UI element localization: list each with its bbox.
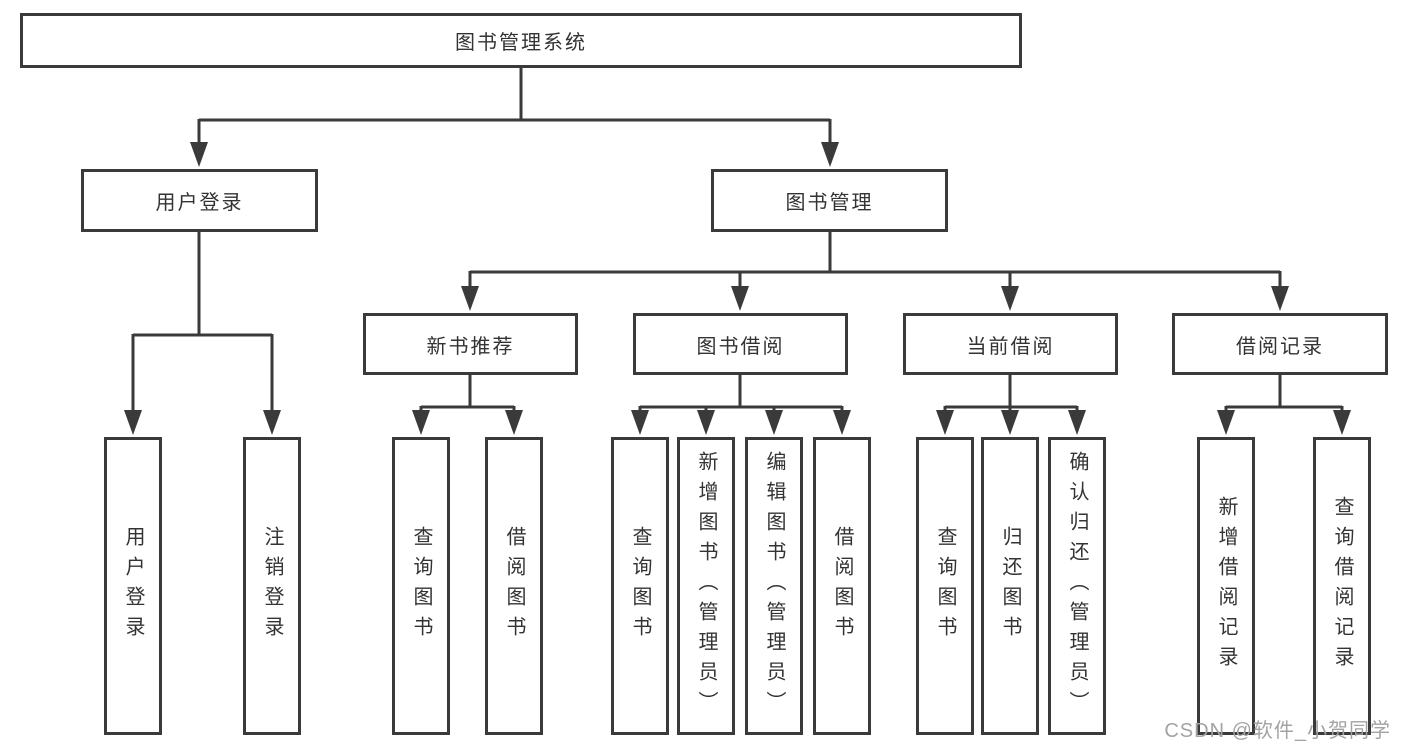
- leaf-user-login-label: 用户登录: [122, 526, 144, 646]
- leaf-confirm-return-admin-label: 确认归还（管理员）: [1066, 451, 1088, 721]
- connector-book-mgmt-sections: [468, 232, 1282, 288]
- leaf-query-borrow-record: 查询借阅记录: [1313, 437, 1371, 735]
- leaf-query-books-recommend: 查询图书: [392, 437, 450, 735]
- leaf-edit-book-admin: 编辑图书（管理员）: [745, 437, 803, 735]
- csdn-watermark: CSDN @软件_小贺同学: [1164, 720, 1391, 742]
- node-root-system: 图书管理系统: [20, 13, 1022, 68]
- leaf-borrow-books-recommend: 借阅图书: [485, 437, 543, 735]
- connector-current-borrow-children: [943, 375, 1079, 412]
- leaf-query-books-current-label: 查询图书: [934, 526, 956, 646]
- leaf-query-books-recommend-label: 查询图书: [410, 526, 432, 646]
- connector-user-login-children: [131, 232, 274, 412]
- leaf-query-books-borrow-label: 查询图书: [629, 526, 651, 646]
- node-new-books: 新书推荐: [363, 313, 578, 375]
- leaf-query-borrow-record-label: 查询借阅记录: [1331, 496, 1353, 676]
- leaf-logout-label: 注销登录: [261, 526, 283, 646]
- leaf-edit-book-admin-label: 编辑图书（管理员）: [763, 451, 785, 721]
- node-borrow-records: 借阅记录: [1172, 313, 1388, 375]
- connector-new-books-children: [419, 375, 516, 412]
- node-current-borrow: 当前借阅: [903, 313, 1118, 375]
- node-book-mgmt: 图书管理: [711, 169, 948, 232]
- leaf-borrow-books-recommend-label: 借阅图书: [503, 526, 525, 646]
- connector-book-borrow-children: [638, 375, 844, 412]
- leaf-add-borrow-record: 新增借阅记录: [1197, 437, 1255, 735]
- leaf-query-books-current: 查询图书: [916, 437, 974, 735]
- leaf-add-book-admin-label: 新增图书（管理员）: [695, 451, 717, 721]
- leaf-confirm-return-admin: 确认归还（管理员）: [1048, 437, 1106, 735]
- leaf-borrow-books: 借阅图书: [813, 437, 871, 735]
- node-book-borrow: 图书借阅: [633, 313, 848, 375]
- leaf-return-book: 归还图书: [981, 437, 1039, 735]
- leaf-logout: 注销登录: [243, 437, 301, 735]
- leaf-return-book-label: 归还图书: [999, 526, 1021, 646]
- leaf-query-books-borrow: 查询图书: [611, 437, 669, 735]
- connector-borrow-records-children: [1224, 375, 1344, 412]
- leaf-add-borrow-record-label: 新增借阅记录: [1215, 496, 1237, 676]
- node-user-login: 用户登录: [81, 169, 318, 232]
- connector-root-to-level2: [197, 68, 832, 144]
- leaf-borrow-books-label: 借阅图书: [831, 526, 853, 646]
- leaf-add-book-admin: 新增图书（管理员）: [677, 437, 735, 735]
- leaf-user-login: 用户登录: [104, 437, 162, 735]
